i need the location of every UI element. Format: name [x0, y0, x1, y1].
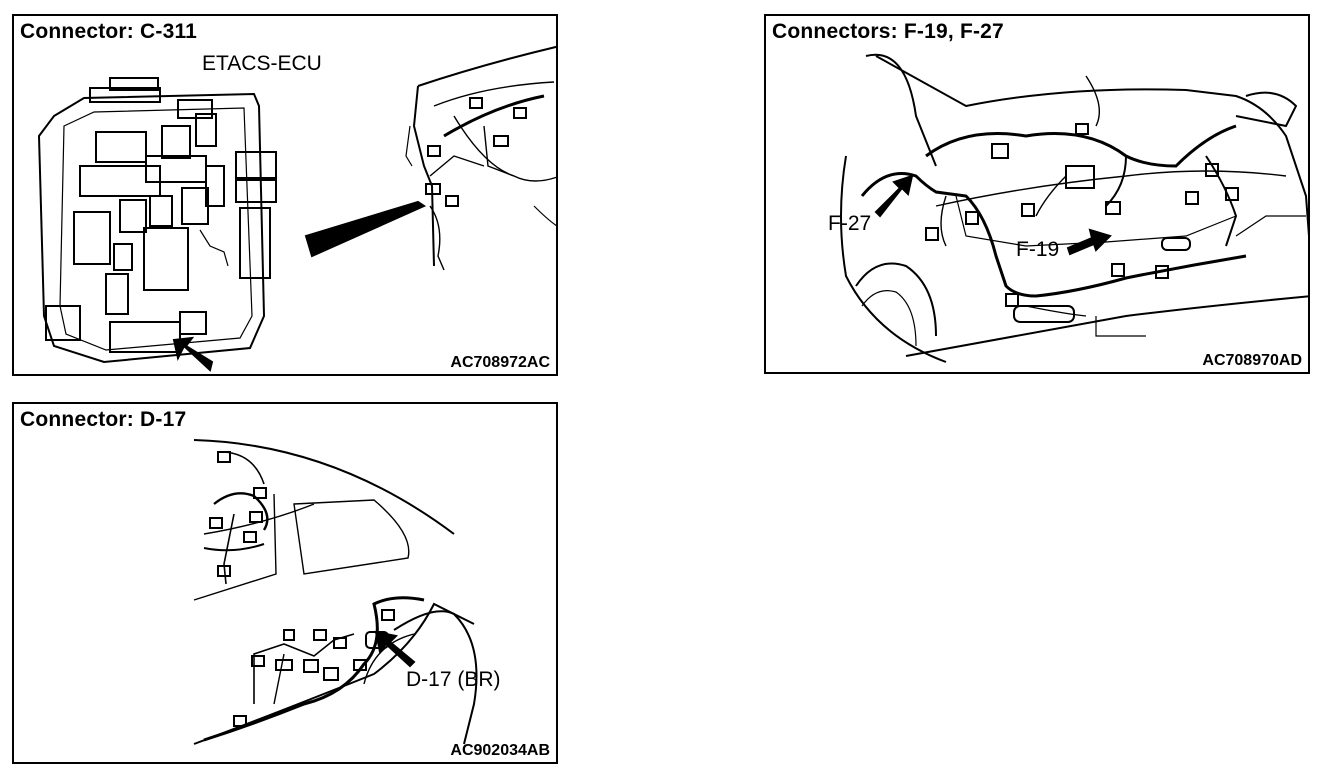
panel-connector-d17: Connector: D-17 D-17 (BR) AC902034AB — [12, 402, 558, 764]
rear-harness-illustration — [840, 53, 1308, 363]
figure-code: AC708972AC — [450, 354, 550, 371]
panel-connectors-f19-f27: Connectors: F-19, F-27 F-27 F-19 AC70897… — [764, 14, 1310, 374]
connector-label-f19: F-19 — [1016, 238, 1060, 261]
etacs-ecu-illustration — [37, 45, 556, 372]
panel-title: Connector: D-17 — [20, 408, 187, 431]
figure-code: AC902034AB — [450, 742, 550, 759]
connector-label-f27: F-27 — [828, 212, 872, 235]
panel-title: Connector: C-311 — [20, 20, 198, 43]
figure-code: AC708970AD — [1202, 352, 1302, 369]
side-harness-illustration — [193, 439, 478, 745]
connector-label-d17: D-17 (BR) — [406, 668, 501, 691]
etacs-ecu-label: ETACS-ECU — [202, 52, 322, 75]
panel-title: Connectors: F-19, F-27 — [772, 20, 1004, 43]
panel-connector-c311: Connector: C-311 ETACS-ECU AC708972AC — [12, 14, 558, 376]
